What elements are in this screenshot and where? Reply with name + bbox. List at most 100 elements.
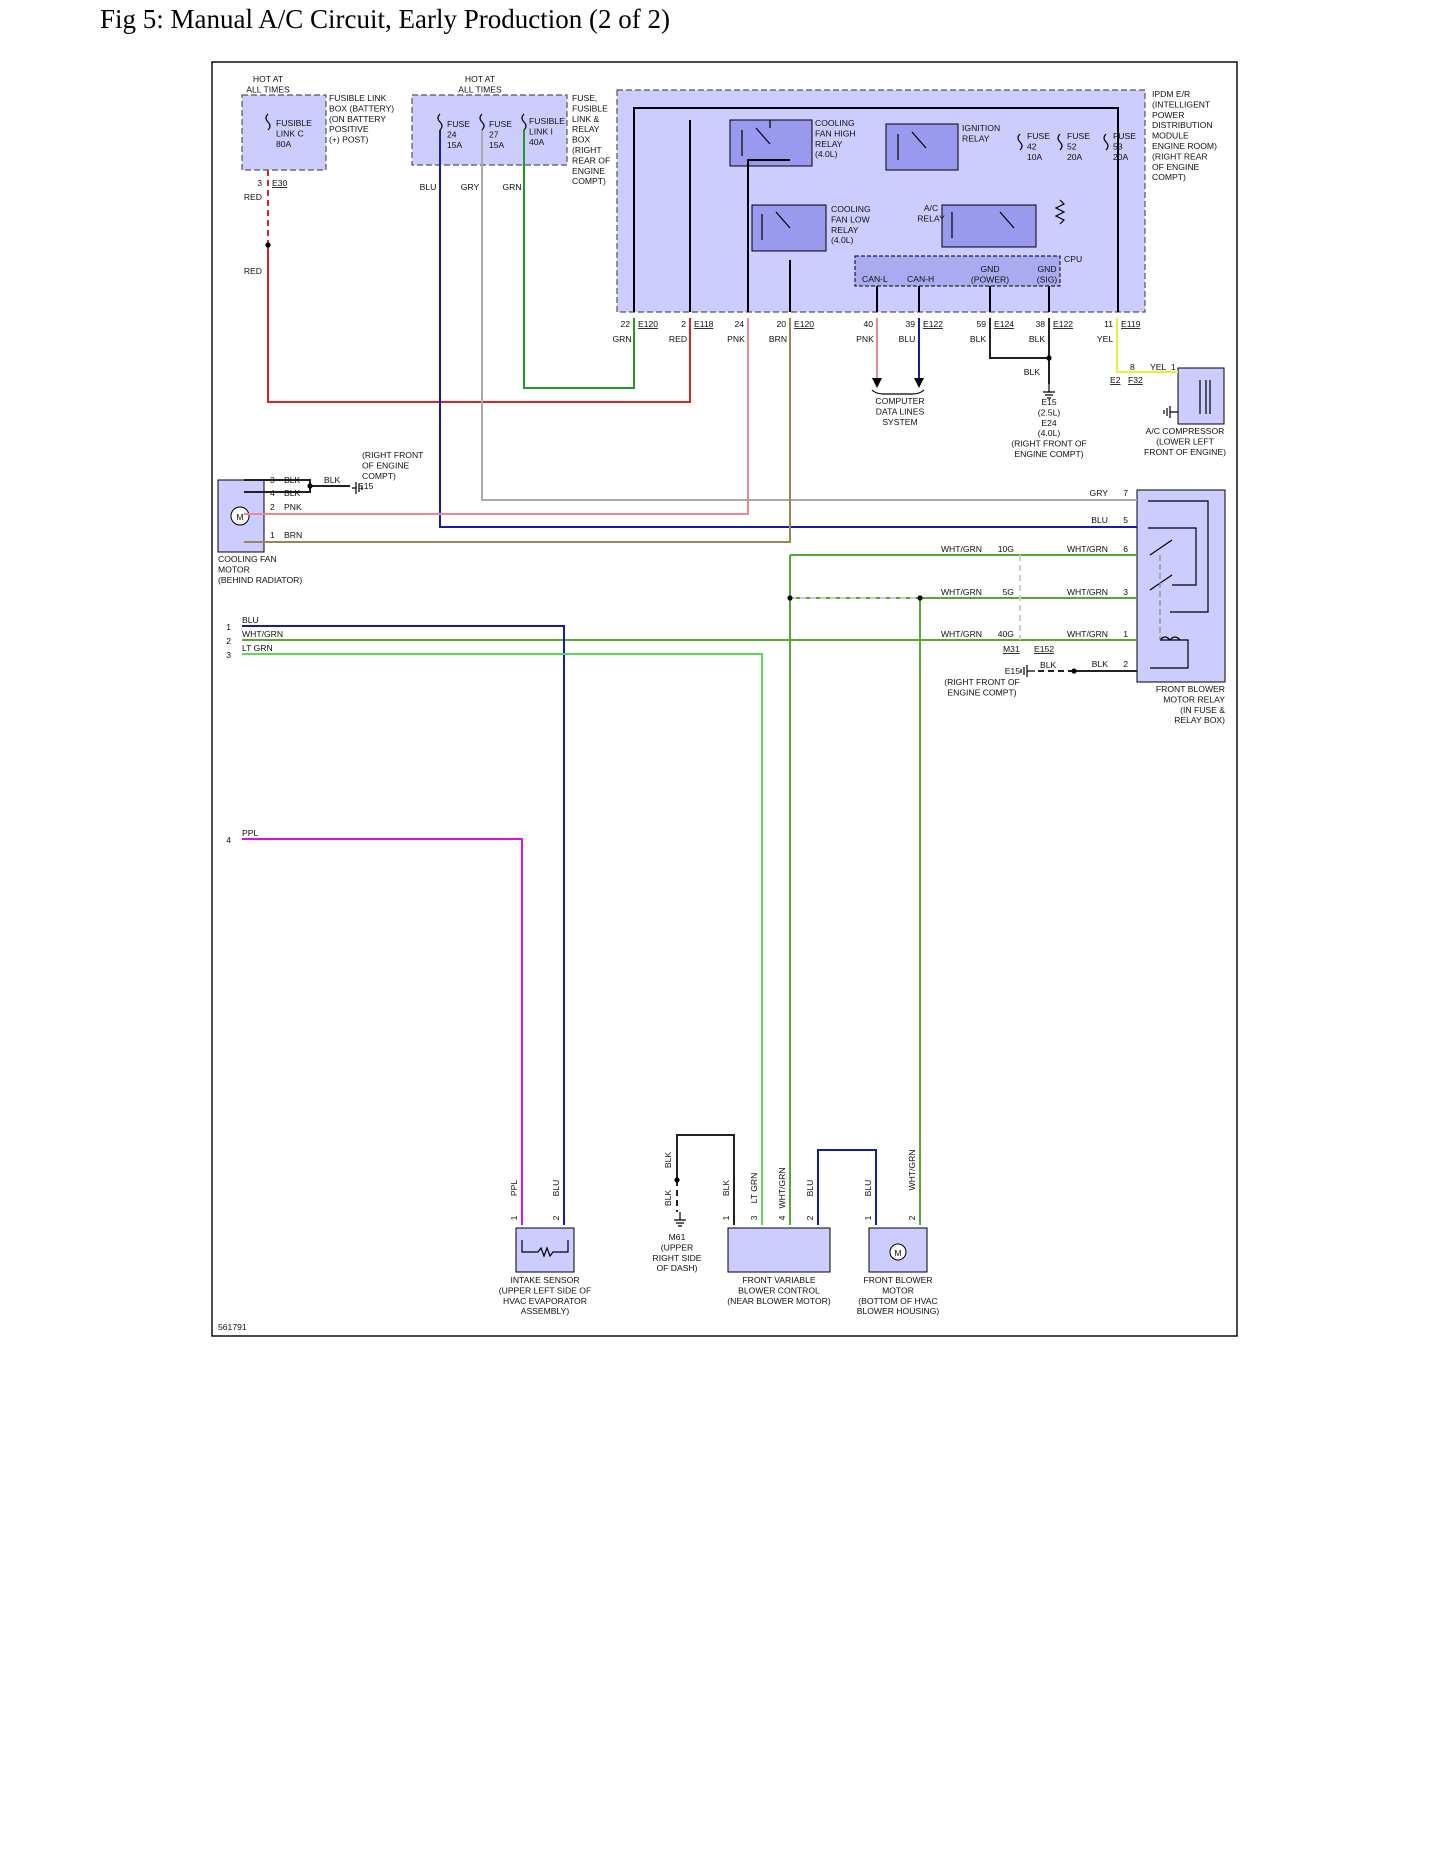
wire-yel (1116, 318, 1178, 373)
connector-id: E120 (794, 319, 814, 329)
cpu-label: CPU (1064, 254, 1082, 264)
connector-id: E124 (994, 319, 1014, 329)
cooling-fan-low-relay-label: (4.0L) (831, 235, 854, 245)
motor-symbol: M (236, 512, 243, 522)
splice-dot (674, 1177, 680, 1183)
can-h-label: CAN-H (907, 274, 934, 284)
connector-id: E15 (1005, 666, 1021, 676)
fuse-relay-box (411, 94, 568, 166)
fusible-link-i-label: FUSIBLE (529, 116, 565, 126)
wire-color-label: GRY (461, 182, 480, 192)
front-blower-motor-label: MOTOR (882, 1285, 914, 1295)
wire-ppl (242, 838, 523, 1225)
motor-symbol: M (894, 1248, 901, 1258)
connector-pin: 24 (734, 319, 744, 329)
ipdm-internal (633, 107, 1119, 312)
connector-pin: 2 (1123, 659, 1128, 669)
fuse-relay-box-label: COMPT) (572, 176, 606, 186)
connector-pin: 4 (226, 835, 231, 845)
ac-relay-label: RELAY (917, 213, 945, 223)
ipdm-label: POWER (1152, 110, 1184, 120)
ground-e15-e24-label: ENGINE COMPT) (1014, 449, 1083, 459)
fusible-link-box-label: FUSIBLE LINK (329, 93, 387, 103)
fuse-42-label: 42 (1027, 141, 1037, 151)
connector-pin: 2 (907, 1215, 917, 1220)
cooling-fan-high-relay-label: RELAY (815, 139, 843, 149)
front-blower-relay-label: FRONT BLOWER (1156, 684, 1225, 694)
ipdm-label: (INTELLIGENT (1152, 99, 1211, 109)
fuse-relay-box-label: (RIGHT (572, 145, 602, 155)
intake-sensor-label: INTAKE SENSOR (510, 1275, 579, 1285)
wire-color-label: BLK (970, 334, 987, 344)
wire-color-label: GRN (612, 334, 631, 344)
wire-color-label: BLK (1024, 367, 1041, 377)
fuse-27-label: FUSE (489, 119, 512, 129)
connector-id: E122 (1053, 319, 1073, 329)
ignition-relay-label: IGNITION (962, 123, 1000, 133)
wire-color-label: BLK (284, 475, 301, 485)
connector-pin: 2 (270, 502, 275, 512)
wire-color-label: BLK (1040, 660, 1057, 670)
connector-id: E122 (923, 319, 943, 329)
fuse-relay-box-label: ENGINE (572, 166, 605, 176)
fuse-relay-box-label: BOX (572, 135, 590, 145)
cpu-box (854, 255, 1061, 287)
hot-at-all-times-label: ALL TIMES (458, 84, 502, 94)
connector-pin: 4 (270, 488, 275, 498)
wire-color-label: BLK (663, 1152, 673, 1169)
figure-number: 561791 (218, 1322, 247, 1332)
wire-color-label: BLU (863, 1180, 873, 1197)
front-blower-relay-label: RELAY BOX) (1174, 715, 1225, 725)
computer-data-lines-label: SYSTEM (882, 417, 917, 427)
ac-compressor-label: A/C COMPRESSOR (1146, 426, 1225, 436)
connector-pin: 7 (1123, 488, 1128, 498)
wire-color-label: WHT/GRN (1067, 629, 1108, 639)
connector-id: E152 (1034, 644, 1054, 654)
intake-sensor-label: ASSEMBLY) (521, 1306, 570, 1316)
computer-data-lines-label: DATA LINES (876, 406, 925, 416)
wire-color-label: BLK (284, 488, 301, 498)
wire-blk-gnd (989, 318, 1049, 359)
ac-relay (941, 204, 1037, 248)
connector-pin: 59 (976, 319, 986, 329)
ground-e15-e24-label: (2.5L) (1038, 407, 1061, 417)
connector-id: E2 (1110, 375, 1121, 385)
front-blower-relay-label: (IN FUSE & (1180, 705, 1225, 715)
wire-color-label: WHT/GRN (1067, 587, 1108, 597)
splice-dot (307, 483, 313, 489)
wire-color-label: BLK (663, 1190, 673, 1207)
splice-dot (1046, 355, 1052, 361)
wire-color-label: BLK (721, 1180, 731, 1197)
front-variable-blower-control (727, 1227, 831, 1273)
computer-data-lines-label: COMPUTER (875, 396, 924, 406)
connector-pin: 2 (226, 636, 231, 646)
wire-color-label: GRN (502, 182, 521, 192)
connector-pin: 1 (721, 1215, 731, 1220)
wire-brn-fan (244, 318, 791, 543)
wire-color-label: BRN (284, 530, 302, 540)
wire-color-label: LT GRN (242, 643, 273, 653)
wire-color-label: WHT/GRN (941, 544, 982, 554)
connector-pin: 40 (863, 319, 873, 329)
gnd-sig-label: (SIG) (1037, 274, 1058, 284)
ground-e15-e24-label: E24 (1041, 418, 1057, 428)
connector-pin: 3 (226, 650, 231, 660)
wire-color-label: PNK (284, 502, 302, 512)
ac-relay-label: A/C (924, 203, 938, 213)
wire-color-label: PNK (856, 334, 874, 344)
connector-pin: 1 (270, 530, 275, 540)
wire-color-label: RED (244, 192, 262, 202)
wires (242, 107, 1178, 1225)
ignition-relay-label: RELAY (962, 133, 990, 143)
connector-pin: 1 (509, 1215, 519, 1220)
fuse-42-label: FUSE (1027, 131, 1050, 141)
wire-color-label: BLU (1091, 515, 1108, 525)
front-variable-blower-control-label: FRONT VARIABLE (742, 1275, 815, 1285)
m61-label: OF DASH) (656, 1263, 697, 1273)
cooling-fan-motor-label: MOTOR (218, 564, 250, 574)
wire-color-label: WHT/GRN (777, 1167, 787, 1208)
wire-color-label: BLU (805, 1180, 815, 1197)
hot-at-all-times-label: HOT AT (253, 74, 284, 84)
wire-color-label: PNK (727, 334, 745, 344)
connector-pin: 2 (805, 1215, 815, 1220)
